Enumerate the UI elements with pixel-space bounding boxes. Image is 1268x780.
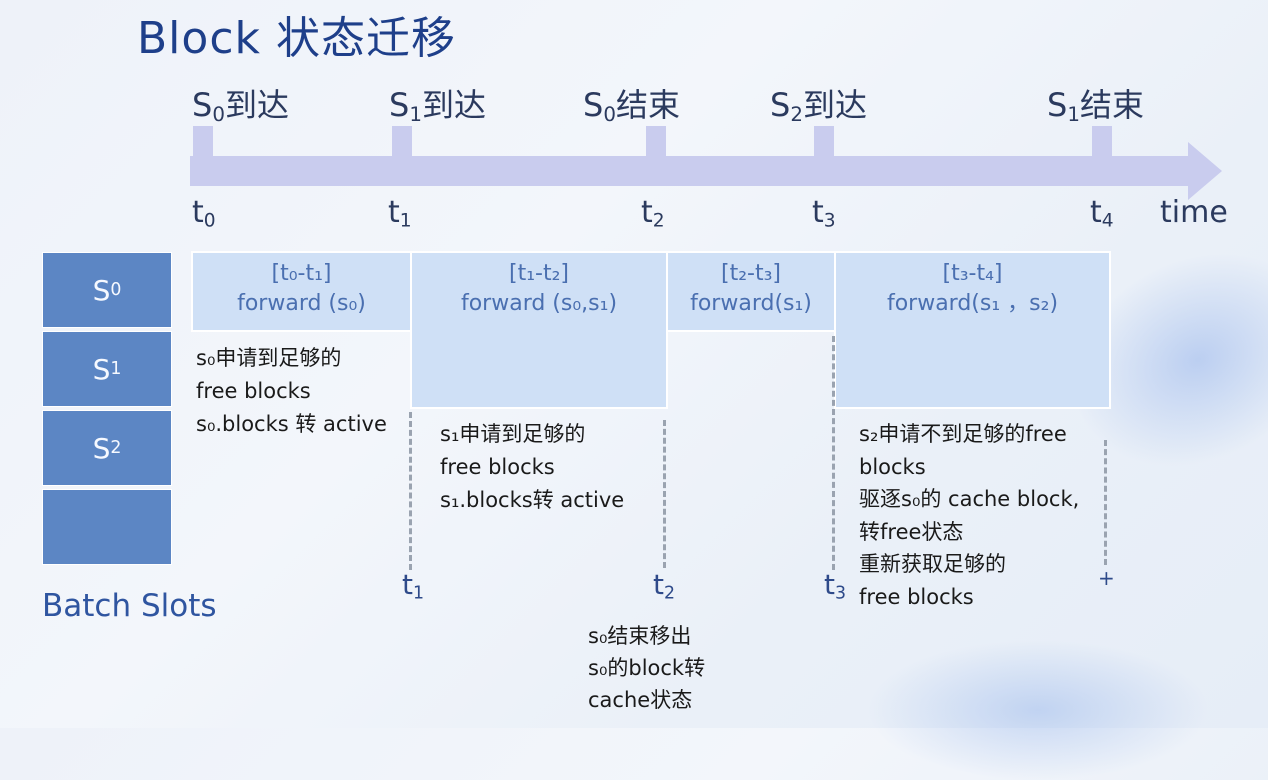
event-label-s0-end: S0结束 xyxy=(583,86,680,126)
dashed-line-t4 xyxy=(1104,440,1107,565)
batch-slots-label: Batch Slots xyxy=(42,588,217,624)
dashed-line-t1 xyxy=(409,412,412,570)
lower-label-t3: t3 xyxy=(824,568,847,604)
dashed-line-t2 xyxy=(663,420,666,568)
tick-t1 xyxy=(392,126,412,158)
timeline-label-t1: t1 xyxy=(388,195,412,232)
timeline-label-t2: t2 xyxy=(641,195,665,232)
timeline-label-t3: t3 xyxy=(812,195,836,232)
dashed-line-t3 xyxy=(832,336,835,570)
event-label-s1-end: S1结束 xyxy=(1047,86,1144,126)
plus-mark: + xyxy=(1098,566,1115,590)
forward-box-t3-t4: [t₃-t₄] forward(s₁ ，s₂) xyxy=(834,251,1111,409)
forward-range: [t₃-t₄] xyxy=(942,261,1003,286)
forward-call: forward (s₀,s₁) xyxy=(460,291,618,316)
batch-slot-empty xyxy=(42,489,172,565)
event-label-s0-arrive: S0到达 xyxy=(192,86,289,126)
timeline-arrow xyxy=(190,126,1222,200)
forward-range: [t₁-t₂] xyxy=(509,261,569,286)
tick-t3 xyxy=(814,126,834,158)
timeline-label-t4: t4 xyxy=(1090,195,1114,232)
forward-call: forward (s₀) xyxy=(237,291,366,316)
event-label-s2-arrive: S2到达 xyxy=(770,86,867,126)
event-label-s1-arrive: S1到达 xyxy=(389,86,486,126)
time-axis-label: time xyxy=(1160,195,1228,230)
forward-box-t0-t1: [t₀-t₁] forward (s₀) xyxy=(191,251,412,332)
tick-t4 xyxy=(1092,126,1112,158)
forward-call: forward(s₁ ，s₂) xyxy=(886,291,1059,316)
forward-box-t2-t3: [t₂-t₃] forward(s₁) xyxy=(666,251,836,332)
tick-t0 xyxy=(193,126,213,158)
lower-label-t1: t1 xyxy=(402,568,425,604)
timeline-label-t0: t0 xyxy=(192,195,216,232)
lower-label-t2: t2 xyxy=(653,568,676,604)
forward-range: [t₀-t₁] xyxy=(271,261,332,286)
forward-call: forward(s₁) xyxy=(690,291,812,316)
forward-box-t1-t2: [t₁-t₂] forward (s₀,s₁) xyxy=(410,251,668,409)
tick-t2 xyxy=(646,126,666,158)
forward-range: [t₂-t₃] xyxy=(721,261,781,286)
page-title: Block 状态迁移 xyxy=(137,13,456,64)
